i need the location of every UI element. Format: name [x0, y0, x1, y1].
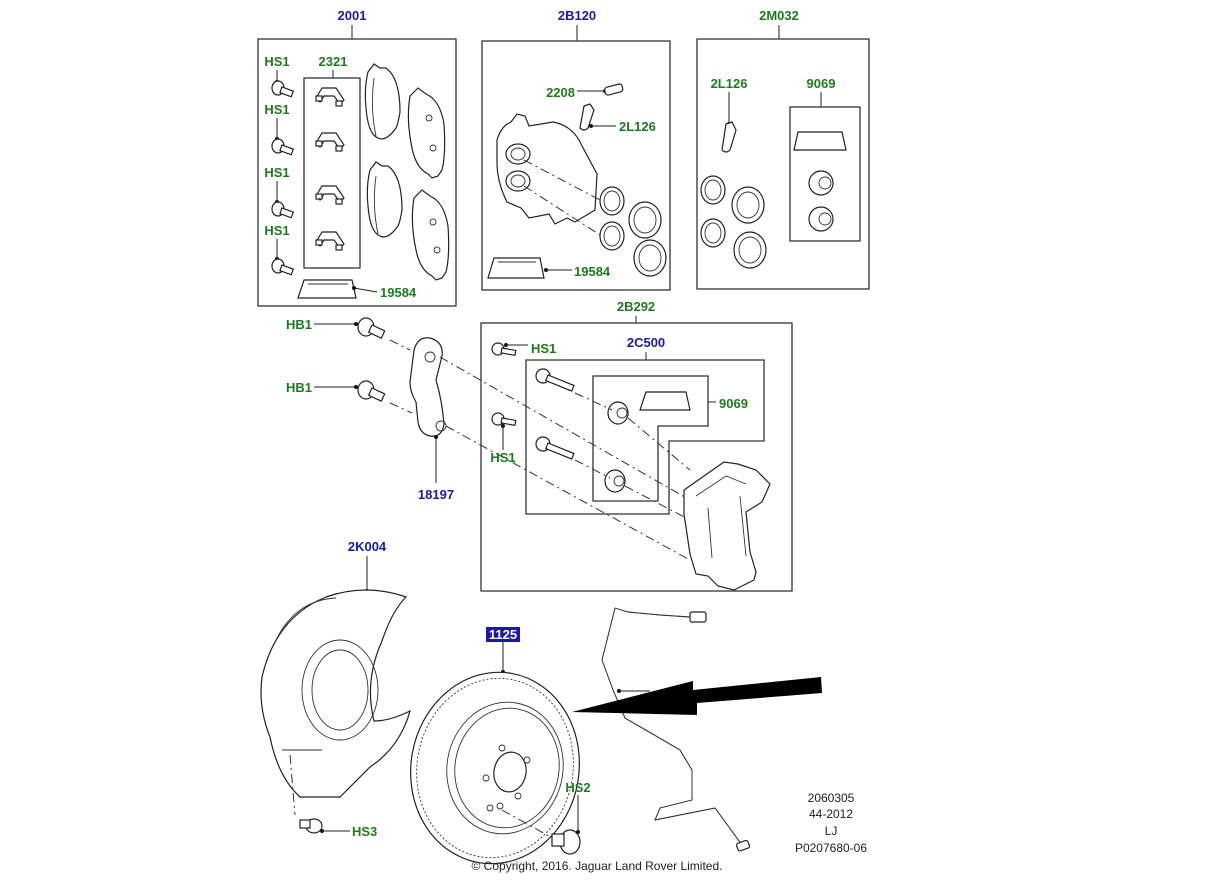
caliper-carrier-icon	[683, 461, 771, 591]
part-label-disc[interactable]: 1125	[489, 627, 517, 642]
part-label-grease[interactable]: 19584	[574, 264, 611, 279]
part-label-hs1[interactable]: HS1	[264, 223, 289, 238]
guide-pin-kit-box	[525, 359, 765, 515]
part-label-bleed-screw[interactable]: 2208	[546, 85, 575, 100]
group-seal-kit: 2M032 2L126 9069	[696, 8, 870, 290]
grease-sachet-icon	[487, 257, 545, 279]
screw-icon	[299, 818, 323, 834]
dust-boot-icon	[604, 401, 629, 493]
guide-pin-icon	[535, 368, 575, 460]
drawing-id: 2060305	[808, 791, 855, 805]
grease-sachet-icon	[639, 391, 691, 411]
splash-shield-assembly: 2K004 HS3	[260, 539, 411, 839]
part-label-hs1[interactable]: HS1	[264, 54, 289, 69]
caliper-box	[481, 40, 671, 291]
brake-pad-icon	[366, 161, 403, 238]
part-label-grease[interactable]: 19584	[380, 285, 417, 300]
caliper-body-icon	[496, 113, 598, 225]
grease-sachet-icon	[297, 279, 357, 299]
bracket-assembly: HB1 HB1 18197	[286, 317, 691, 561]
part-label-disc-screw[interactable]: HS2	[565, 780, 590, 795]
bracket-plate-icon	[409, 337, 447, 437]
part-label-boot-kit[interactable]: 9069	[719, 396, 748, 411]
part-label-hs1[interactable]: HS1	[264, 165, 289, 180]
dust-boot-icon	[808, 170, 834, 232]
group-label-caliper[interactable]: 2B120	[558, 8, 596, 23]
clip-icon	[315, 132, 345, 152]
screw-icon	[551, 829, 581, 855]
part-label-bracket[interactable]: 18197	[418, 487, 454, 502]
brake-disc-icon	[410, 671, 580, 865]
brake-pad-icon	[411, 189, 450, 281]
bolt-icon	[271, 80, 295, 98]
copyright-notice: © Copyright, 2016. Jaguar Land Rover Lim…	[472, 859, 723, 873]
drawing-model-code: LJ	[825, 824, 838, 838]
part-label-boot-kit[interactable]: 9069	[807, 76, 836, 91]
part-label-hs1[interactable]: HS1	[531, 341, 556, 356]
boot-kit-box	[789, 106, 861, 242]
bolt-icon	[491, 412, 517, 427]
bolt-icon	[271, 138, 295, 156]
part-label-bleed-cap[interactable]: 2L126	[619, 119, 656, 134]
bleed-cap-icon	[721, 121, 737, 153]
part-label-hb1[interactable]: HB1	[286, 380, 312, 395]
clip-set-box	[303, 77, 361, 269]
grease-sachet-icon	[793, 131, 847, 151]
group-carrier: 2B292 HS1 HS1 2C500 9069	[480, 299, 793, 592]
part-label-hb1[interactable]: HB1	[286, 317, 312, 332]
seal-kit-box	[696, 38, 870, 290]
bolt-icon	[271, 201, 295, 219]
part-label-splash-screw[interactable]: HS3	[352, 824, 377, 839]
bolt-icon	[357, 380, 386, 402]
bolt-icon	[357, 317, 386, 339]
group-label-seal-kit[interactable]: 2M032	[759, 8, 799, 23]
bleed-cap-icon	[579, 103, 595, 131]
drawing-info-block: 2060305 44-2012 LJ P0207680-06	[795, 791, 867, 855]
brake-disc-assembly: 1125 HS2	[410, 627, 591, 865]
group-label-pad-kit[interactable]: 2001	[338, 8, 367, 23]
splash-shield-icon	[260, 589, 411, 798]
piston-seal-icon	[700, 175, 767, 269]
drawing-date: 44-2012	[809, 807, 853, 821]
group-pad-kit: 2001 HS1 HS1 HS1	[257, 8, 457, 307]
clip-icon	[315, 231, 345, 251]
drawing-reference: P0207680-06	[795, 841, 867, 855]
bolt-icon	[271, 258, 295, 276]
annotation-arrow-icon	[572, 677, 822, 715]
part-label-hs1[interactable]: HS1	[490, 450, 515, 465]
clip-set: 2321	[303, 54, 361, 269]
boot-kit-box	[592, 375, 709, 502]
part-label-bleed-cap[interactable]: 2L126	[711, 76, 748, 91]
piston-seal-icon	[599, 186, 667, 277]
wear-sensor-icon	[601, 607, 751, 852]
group-caliper: 2B120 2208 2L126	[481, 8, 671, 291]
group-label-guide-pin-kit[interactable]: 2C500	[627, 335, 665, 350]
part-label-clip-set[interactable]: 2321	[319, 54, 348, 69]
hs1-bolt-group: HS1 HS1 HS1 HS1	[264, 54, 295, 276]
bolt-icon	[491, 342, 517, 357]
pad-kit-box	[257, 38, 457, 307]
brake-pad-icon	[364, 63, 401, 140]
carrier-box	[480, 322, 793, 592]
clip-icon	[315, 87, 345, 107]
clip-icon	[315, 185, 345, 205]
group-label-carrier[interactable]: 2B292	[617, 299, 655, 314]
brake-pad-icon	[407, 87, 446, 179]
highlight-badge	[486, 627, 520, 642]
bleed-screw-icon	[604, 83, 624, 96]
part-label-hs1[interactable]: HS1	[264, 102, 289, 117]
part-label-splash-shield[interactable]: 2K004	[348, 539, 387, 554]
